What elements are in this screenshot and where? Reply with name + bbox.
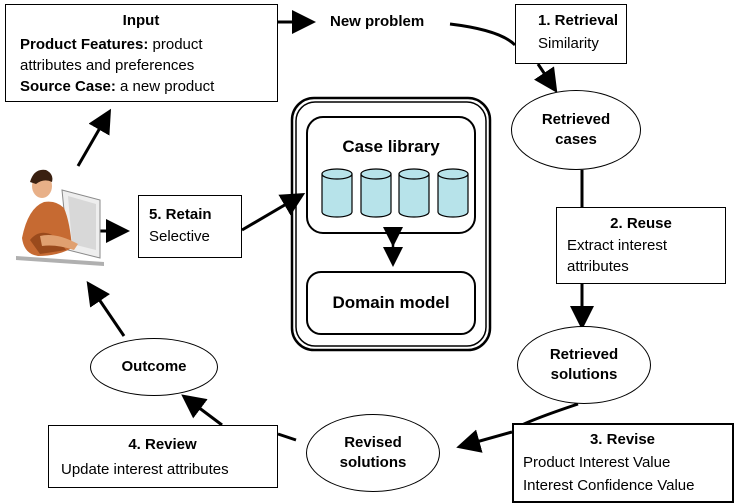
retrieval-title: 1. Retrieval: [538, 12, 619, 29]
retrieved-solutions-ellipse: Retrieved solutions: [517, 326, 651, 404]
input-title: Input: [122, 12, 160, 29]
product-features-line: Product Features: product: [20, 35, 203, 55]
input-box: Input Product Features: product attribut…: [5, 4, 278, 102]
arrow-review-to-outcome: [181, 394, 223, 427]
arrow-retain-to-library: [241, 192, 306, 232]
retain-box: 5. Retain Selective: [138, 195, 242, 258]
arrow-new-problem-curve: [449, 22, 517, 47]
reuse-title: 2. Reuse: [610, 215, 672, 232]
retain-title: 5. Retain: [149, 206, 212, 223]
retrieved-cases-line1: Retrieved: [541, 111, 611, 128]
new-problem-label: New problem: [330, 13, 425, 30]
arrow-user-to-input: [76, 108, 111, 167]
review-box: 4. Review Update interest attributes: [48, 425, 278, 488]
revised-solutions-ellipse: Revised solutions: [306, 414, 440, 492]
revised-solutions-line2: solutions: [339, 454, 407, 471]
cylinder-icon: [321, 168, 353, 218]
source-case-line: Source Case: a new product: [20, 77, 214, 97]
source-case-text: a new product: [115, 78, 215, 95]
review-subtitle: Update interest attributes: [61, 461, 229, 478]
revise-line1: Product Interest Value: [523, 454, 671, 471]
arrow-outcome-to-user: [86, 281, 126, 337]
arrow-revised-to-review: [277, 432, 297, 442]
case-library-label: Case library: [342, 137, 440, 156]
product-features-line2: attributes and preferences: [20, 57, 195, 74]
product-features-label: Product Features:: [20, 36, 149, 53]
arrow-revise-to-revised: [456, 429, 513, 453]
cylinder-icon: [437, 168, 469, 218]
retrieval-box: 1. Retrieval Similarity: [515, 4, 627, 64]
retrieved-cases-ellipse: Retrieved cases: [511, 90, 641, 170]
cylinder-icon: [398, 168, 430, 218]
retrieval-subtitle: Similarity: [538, 35, 599, 52]
revise-line2: Interest Confidence Value: [523, 477, 695, 494]
revised-solutions-line1: Revised: [344, 434, 402, 451]
reuse-line2: attributes: [567, 258, 629, 275]
outcome-ellipse: Outcome: [90, 338, 218, 396]
revise-box: 3. Revise Product Interest Value Interes…: [512, 423, 734, 503]
database-cylinders: [321, 168, 469, 218]
knowledge-container: [290, 96, 492, 352]
retrieved-solutions-line1: Retrieved: [549, 346, 619, 363]
retrieved-cases-line2: cases: [555, 131, 597, 148]
person-at-computer-icon: [16, 169, 104, 266]
reuse-box: 2. Reuse Extract interest attributes: [556, 207, 726, 284]
review-title: 4. Review: [128, 436, 197, 453]
knowledge-container-inner: [295, 101, 487, 347]
reuse-line1: Extract interest: [567, 237, 668, 254]
arrow-retrieval-to-cases: [534, 63, 558, 93]
retrieved-solutions-line2: solutions: [550, 366, 618, 383]
revise-title: 3. Revise: [589, 431, 656, 448]
retain-subtitle: Selective: [149, 228, 210, 245]
domain-model-label: Domain model: [332, 293, 450, 312]
domain-model-box: [306, 271, 476, 335]
product-features-text: product: [148, 36, 203, 53]
source-case-label: Source Case:: [20, 78, 116, 95]
cylinder-icon: [360, 168, 392, 218]
outcome-label: Outcome: [121, 358, 187, 375]
